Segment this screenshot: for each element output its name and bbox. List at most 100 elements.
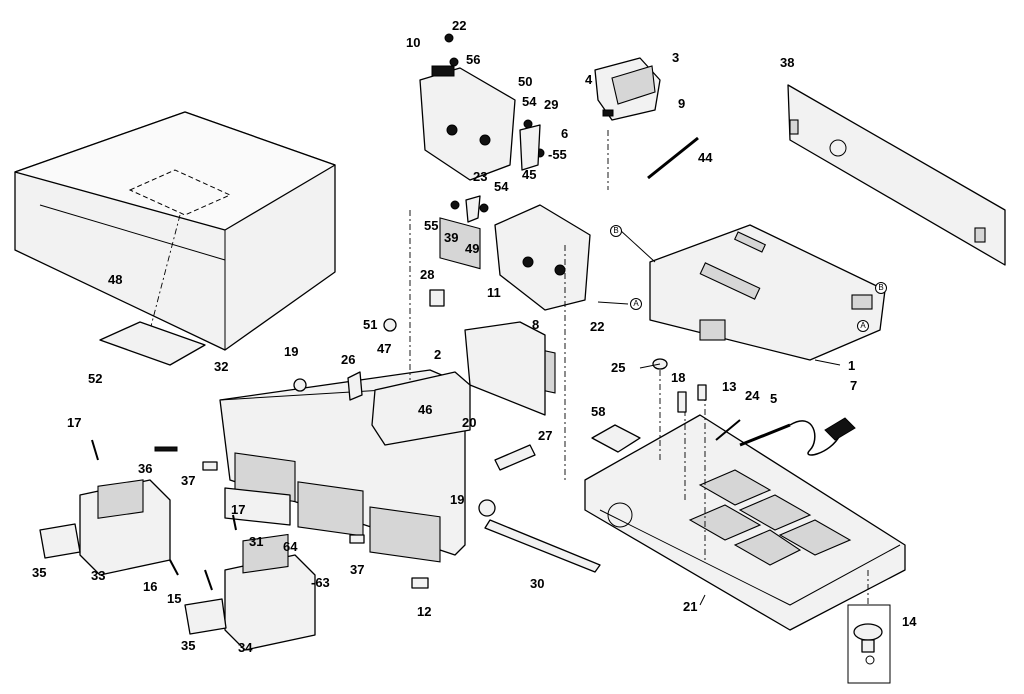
callout-38: 38 <box>780 55 795 70</box>
insulator-sheet <box>591 424 641 453</box>
switch-board <box>371 371 471 446</box>
callout-31: 31 <box>249 534 264 549</box>
callout-49: 49 <box>465 241 480 256</box>
callout-2: 2 <box>434 347 442 362</box>
bracket-45 <box>519 124 541 171</box>
callout-29: 29 <box>544 97 559 112</box>
callout-32: 32 <box>214 359 229 374</box>
label-sheet <box>99 321 206 366</box>
callout-11: 11 <box>487 285 501 300</box>
spacer-18 <box>677 391 687 413</box>
callout-8: 8 <box>532 317 540 332</box>
knob-19b <box>478 499 496 517</box>
callout-47: 47 <box>377 341 392 356</box>
knob-19a <box>293 378 307 392</box>
callout-22a: 22 <box>452 18 467 33</box>
foot-12 <box>411 577 429 589</box>
callout-18: 18 <box>671 370 686 385</box>
callout-46: 46 <box>418 402 433 417</box>
callout-25: 25 <box>611 360 626 375</box>
strip-36 <box>154 446 178 452</box>
callout-10: 10 <box>406 35 421 50</box>
display-window <box>224 487 291 526</box>
bracket-26 <box>347 371 363 401</box>
chassis <box>584 414 906 631</box>
callout-55b: -55 <box>548 147 567 162</box>
callout-51: 51 <box>363 317 378 332</box>
callout-55a: 55 <box>424 218 439 233</box>
callout-34: 34 <box>238 640 253 655</box>
connector-b-1: B <box>610 225 622 237</box>
lever-39 <box>465 195 481 223</box>
knob-51 <box>383 318 397 332</box>
rod-44 <box>647 136 699 180</box>
callout-50: 50 <box>518 74 533 89</box>
spring-13 <box>697 384 707 401</box>
power-cord <box>715 417 856 456</box>
callout-17b: 17 <box>231 502 246 517</box>
callout-14: 14 <box>902 614 917 629</box>
window-35b <box>184 598 227 635</box>
callout-6: 6 <box>561 126 569 141</box>
callout-23: 23 <box>473 169 488 184</box>
washer-54 <box>479 203 489 213</box>
callout-27: 27 <box>538 428 553 443</box>
pcb-8 <box>464 321 546 416</box>
callout-12: 12 <box>417 604 432 619</box>
callout-33: 33 <box>91 568 106 583</box>
power-transformer <box>594 57 661 121</box>
connector-a-2: A <box>857 320 869 332</box>
callout-24: 24 <box>745 388 760 403</box>
callout-19b: 19 <box>450 492 465 507</box>
spacer-37a <box>202 461 218 471</box>
callout-36: 36 <box>138 461 153 476</box>
cabinet-cover <box>14 111 336 351</box>
foot <box>847 604 891 684</box>
callout-54a: 54 <box>522 94 537 109</box>
cassette-door-a <box>79 479 171 576</box>
window-35a <box>39 523 81 559</box>
callout-17a: 17 <box>67 415 82 430</box>
callout-37b: 37 <box>350 562 365 577</box>
washer-55 <box>450 200 460 210</box>
callout-52: 52 <box>88 371 103 386</box>
callout-22b: 22 <box>590 319 605 334</box>
callout-16: 16 <box>143 579 158 594</box>
main-pcb <box>649 224 886 361</box>
callout-4: 4 <box>585 72 593 87</box>
callout-37a: 37 <box>181 473 196 488</box>
callout-56: 56 <box>466 52 481 67</box>
callout-35a: 35 <box>32 565 47 580</box>
callout-26: 26 <box>341 352 356 367</box>
tape-mechanism-upper <box>419 33 516 270</box>
callout-39: 39 <box>444 230 459 245</box>
connector-b-2: B <box>875 282 887 294</box>
part-28 <box>429 289 445 307</box>
callout-1: 1 <box>848 358 856 373</box>
rear-panel <box>787 84 1006 266</box>
callout-19a: 19 <box>284 344 299 359</box>
cassette-door-b <box>224 533 316 651</box>
callout-45: 45 <box>522 167 537 182</box>
lever-27 <box>494 444 536 471</box>
spacer-37b <box>349 534 365 544</box>
callout-9: 9 <box>678 96 686 111</box>
callout-54b: 54 <box>494 179 509 194</box>
rod-30 <box>484 519 601 573</box>
callout-30: 30 <box>530 576 545 591</box>
callout-3: 3 <box>672 50 680 65</box>
callout-44: 44 <box>698 150 713 165</box>
callout-13: 13 <box>722 379 737 394</box>
callout-64: 64 <box>283 539 298 554</box>
callout-7: 7 <box>850 378 858 393</box>
callout-58: 58 <box>591 404 606 419</box>
callout-35b: 35 <box>181 638 196 653</box>
callout-15: 15 <box>167 591 182 606</box>
callout-48: 48 <box>108 272 123 287</box>
callout-5: 5 <box>770 391 778 406</box>
callout-28: 28 <box>420 267 435 282</box>
connector-a-1: A <box>630 298 642 310</box>
callout-21: 21 <box>683 599 698 614</box>
